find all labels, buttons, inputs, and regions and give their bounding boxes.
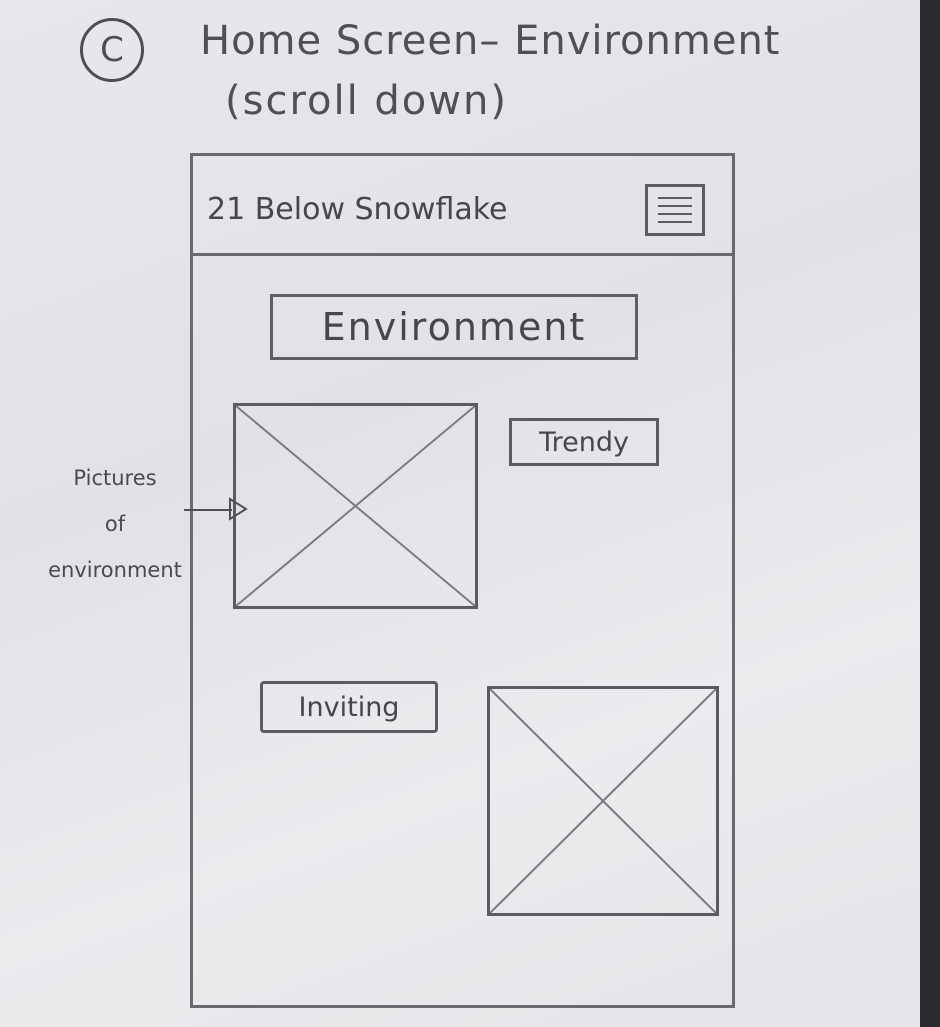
menu-line xyxy=(658,197,692,199)
sketch-subtitle: (scroll down) xyxy=(225,78,508,124)
section-title: Environment xyxy=(270,294,638,360)
image-tag-inviting: Inviting xyxy=(260,681,438,733)
annotation-arrow-icon xyxy=(184,497,248,521)
environment-image-1[interactable] xyxy=(233,403,478,609)
menu-line xyxy=(658,213,692,215)
app-title: 21 Below Snowflake xyxy=(207,192,508,227)
sketch-title: Home Screen– Environment xyxy=(200,18,781,64)
section-title-text: Environment xyxy=(321,305,587,349)
image-placeholder-icon xyxy=(236,406,475,606)
image-tag-label: Trendy xyxy=(539,426,629,458)
phone-frame: 21 Below Snowflake Environment Trendy In… xyxy=(190,153,735,1008)
image-tag-trendy: Trendy xyxy=(509,418,659,466)
sheet-label-circle: C xyxy=(80,18,144,82)
menu-line xyxy=(658,221,692,223)
sheet-label: C xyxy=(100,30,124,70)
menu-line xyxy=(658,205,692,207)
sketch-paper: C Home Screen– Environment (scroll down)… xyxy=(0,0,920,1027)
annotation-line: Pictures xyxy=(73,466,157,490)
hamburger-menu-icon[interactable] xyxy=(645,184,705,236)
image-placeholder-icon xyxy=(490,689,716,913)
environment-image-2[interactable] xyxy=(487,686,719,916)
app-header: 21 Below Snowflake xyxy=(193,156,732,256)
annotation-pictures-of-environment: Pictures of environment xyxy=(30,455,200,593)
annotation-line: environment xyxy=(48,558,182,582)
annotation-line: of xyxy=(104,512,126,536)
image-tag-label: Inviting xyxy=(298,691,400,723)
